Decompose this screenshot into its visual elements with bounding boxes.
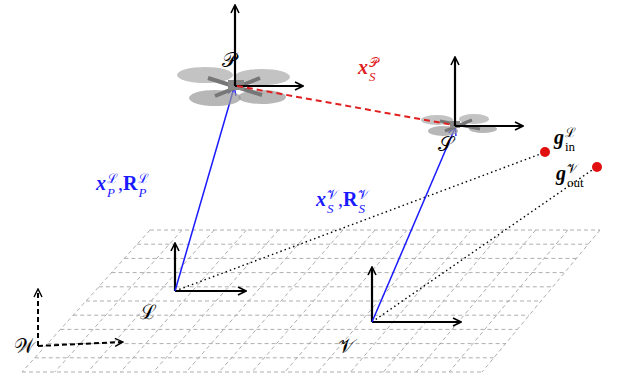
- pose-label: x𝒱S,R𝒱S: [316, 188, 369, 215]
- pose-label: xℒP,RℒP: [96, 172, 149, 199]
- superscript: 𝒱: [358, 188, 369, 202]
- superscript: ℒ: [107, 172, 118, 186]
- vision-frame: [372, 268, 460, 322]
- superscript: ℒ: [565, 126, 576, 140]
- symbol: R: [343, 188, 357, 210]
- symbol: x: [358, 56, 368, 78]
- script-stack: ℒP: [138, 172, 149, 199]
- superscript: 𝒫: [369, 56, 378, 70]
- primary-frame: [235, 6, 302, 86]
- frame-label: ℒ: [140, 302, 157, 322]
- script-stack: 𝒱out: [567, 162, 584, 189]
- goal-label: gℒin: [554, 126, 576, 153]
- ground-grid: [22, 230, 600, 372]
- vector-label: x𝒫S: [358, 56, 378, 83]
- symbol: ,: [118, 172, 123, 194]
- symbol: g: [556, 162, 566, 184]
- symbol: ,: [338, 188, 343, 210]
- frame-label: 𝒮: [438, 134, 453, 154]
- symbol: x: [316, 188, 326, 210]
- script-stack: ℒin: [565, 126, 576, 153]
- subscript: P: [138, 186, 149, 200]
- script-stack: ℒP: [107, 172, 118, 199]
- subscript: out: [567, 176, 584, 190]
- script-stack: 𝒱S: [358, 188, 369, 215]
- superscript: ℒ: [138, 172, 149, 186]
- frame-label: 𝒫: [222, 50, 236, 70]
- subscript: S: [327, 202, 338, 216]
- frame-name: 𝒮: [438, 133, 453, 155]
- frame-name: 𝒱: [338, 335, 355, 357]
- symbol: x: [96, 172, 106, 194]
- goal-line: [175, 153, 543, 291]
- world-frame: [38, 290, 122, 346]
- frame-label: 𝒱: [338, 336, 355, 356]
- symbol: g: [554, 126, 564, 148]
- subscript: P: [107, 186, 118, 200]
- secondary-frame: [455, 58, 522, 126]
- frame-label: 𝒲: [14, 336, 35, 356]
- subscript: S: [369, 70, 378, 84]
- goal-label: g𝒱out: [556, 162, 584, 189]
- goal-point: [592, 162, 602, 172]
- script-stack: 𝒫S: [369, 56, 378, 83]
- superscript: 𝒱: [327, 188, 338, 202]
- frame-name: ℒ: [140, 301, 157, 323]
- script-stack: 𝒱S: [327, 188, 338, 215]
- subscript: in: [565, 140, 576, 154]
- frame-name: 𝒲: [14, 335, 35, 357]
- subscript: S: [358, 202, 369, 216]
- relative-vector: [237, 86, 453, 125]
- symbol: R: [123, 172, 137, 194]
- position-vector: [372, 128, 455, 322]
- superscript: 𝒱: [567, 162, 584, 176]
- goal-point: [540, 147, 550, 157]
- frame-name: 𝒫: [222, 49, 236, 71]
- local-frame: [175, 244, 245, 291]
- position-vector: [175, 88, 234, 291]
